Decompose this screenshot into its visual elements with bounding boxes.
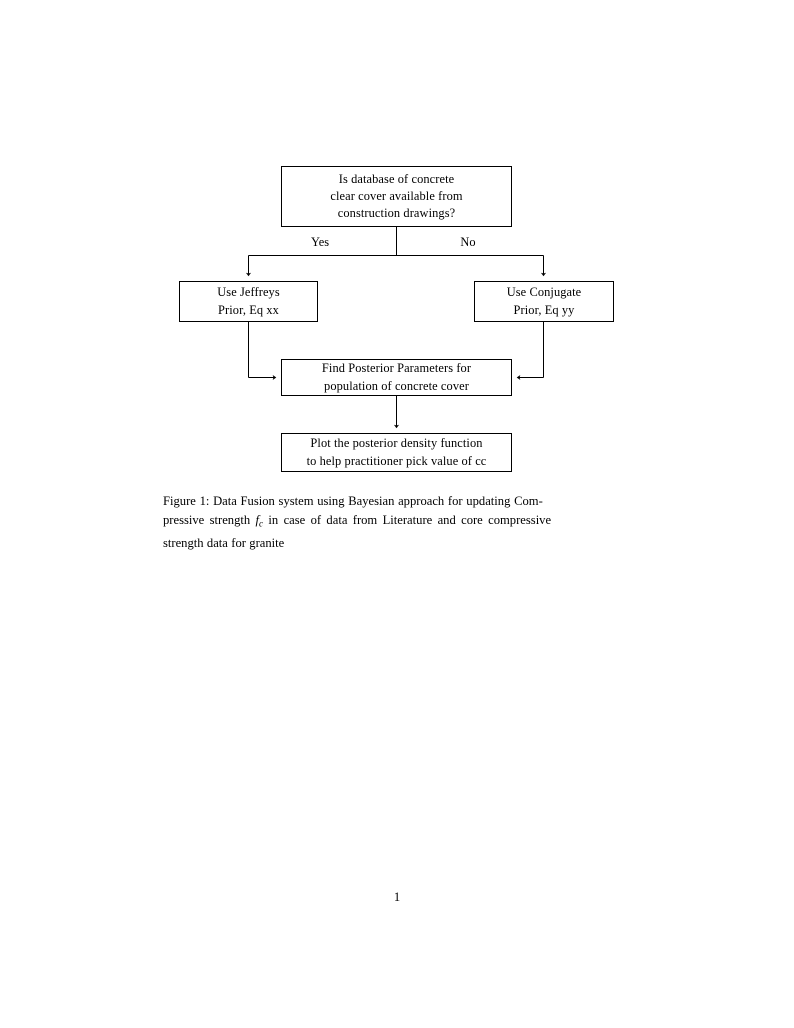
caption-line-3: strength data for granite xyxy=(163,535,285,550)
flow-node-jeffreys-prior: Use Jeffreys Prior, Eq xx xyxy=(179,281,318,322)
node-line: Prior, Eq xx xyxy=(218,302,279,317)
figure-caption: Figure 1: Data Fusion system using Bayes… xyxy=(163,492,630,553)
node-line: Find Posterior Parameters for xyxy=(321,361,472,376)
edge-label-yes: Yes xyxy=(310,235,330,249)
flow-node-find-posterior-parameters: Find Posterior Parameters for population… xyxy=(281,359,512,396)
page-number: 1 xyxy=(393,890,401,904)
figure-flowchart: Is database of concrete clear cover avai… xyxy=(0,0,794,490)
node-line: Prior, Eq yy xyxy=(513,302,575,317)
flow-node-decision-database: Is database of concrete clear cover avai… xyxy=(281,166,512,227)
math-symbol-subscript: c xyxy=(259,518,264,529)
node-line: Is database of concrete xyxy=(338,171,455,186)
node-line: clear cover available from xyxy=(330,188,463,203)
flow-node-plot-posterior-density: Plot the posterior density function to h… xyxy=(281,433,512,472)
edge-label-no: No xyxy=(460,235,476,249)
node-line: to help practitioner pick value of cc xyxy=(306,453,487,468)
node-line: population of concrete cover xyxy=(324,378,469,393)
flow-node-conjugate-prior: Use Conjugate Prior, Eq yy xyxy=(474,281,614,322)
caption-line-2: pressive strength fc in case of data fro… xyxy=(163,511,630,534)
node-line: Plot the posterior density function xyxy=(310,436,483,451)
caption-line-1: Figure 1: Data Fusion system using Bayes… xyxy=(163,494,543,508)
caption-line-2-pre: pressive strength xyxy=(163,513,256,528)
node-line: construction drawings? xyxy=(337,206,456,221)
flowchart-connectors xyxy=(245,227,547,429)
node-line: Use Jeffreys xyxy=(217,285,280,300)
caption-line-2-post: in case of data from Literature and core… xyxy=(263,513,552,528)
math-symbol-base: f xyxy=(255,513,260,528)
math-symbol-fc: fc xyxy=(255,513,264,529)
node-line: Use Conjugate xyxy=(506,285,582,300)
